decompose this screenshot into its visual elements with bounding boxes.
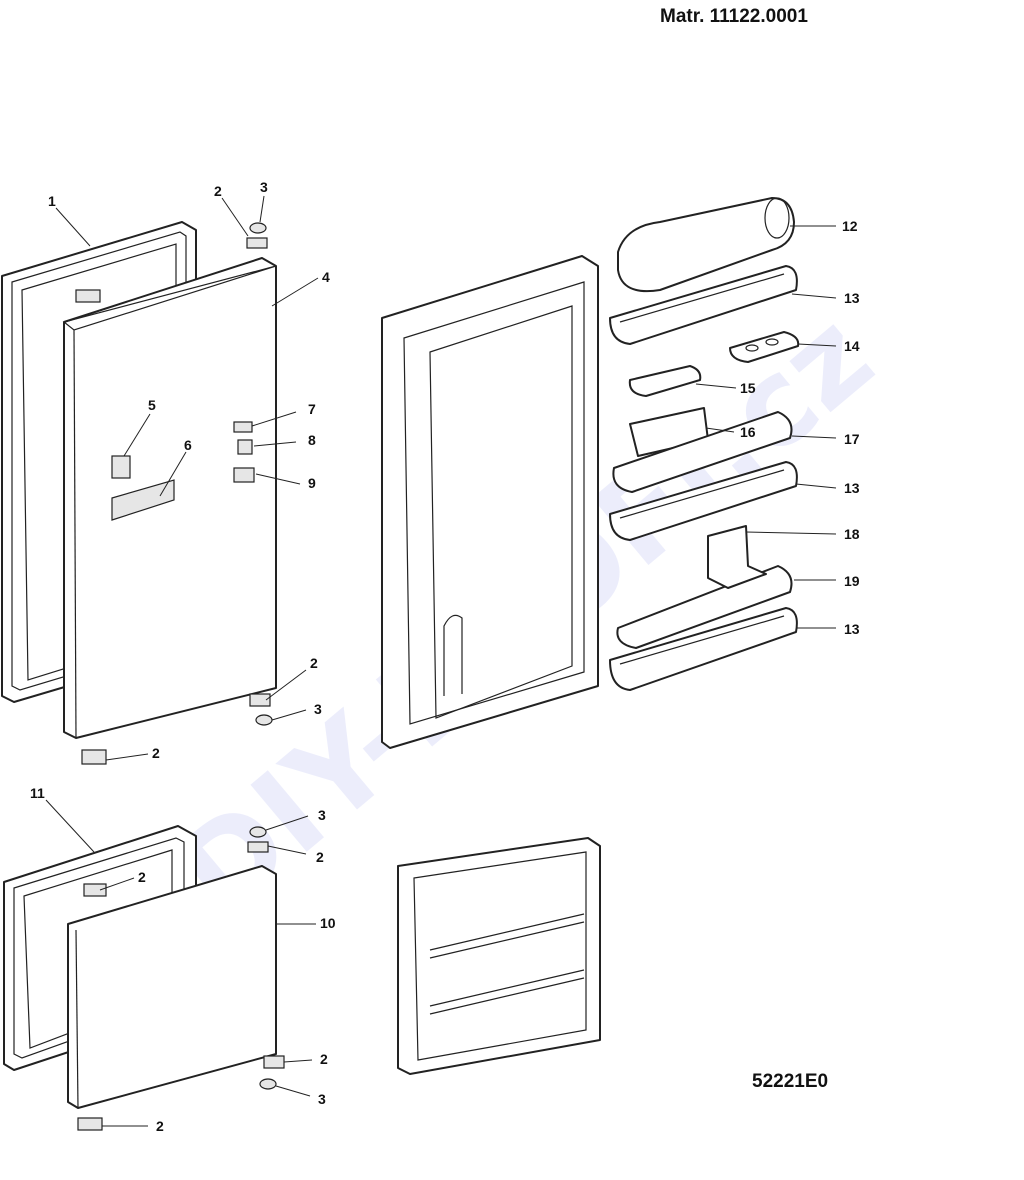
butter-compartment xyxy=(617,197,795,292)
door-shelf-13c xyxy=(609,607,798,691)
callout-15: 15 xyxy=(740,380,756,396)
bottle-stop xyxy=(707,525,767,589)
hinge-top-upper xyxy=(75,222,268,303)
drawing-code: 52221E0 xyxy=(752,1071,829,1092)
callout-18: 18 xyxy=(844,526,860,542)
freezer-door-liner xyxy=(397,837,601,1075)
callout-2: 2 xyxy=(316,849,324,865)
leader-lines xyxy=(45,195,837,1127)
hinge-parts-lower-door xyxy=(77,826,285,1131)
fridge-door-liner xyxy=(381,255,599,749)
callout-2: 2 xyxy=(214,183,222,199)
callout-labels: 1 2 3 4 5 6 7 8 9 2 3 2 11 3 2 2 10 2 3 … xyxy=(30,179,860,1134)
callout-19: 19 xyxy=(844,573,860,589)
material-code: Matr. 11122.0001 xyxy=(660,6,808,27)
callout-9: 9 xyxy=(308,475,316,491)
callout-14: 14 xyxy=(844,338,860,354)
egg-tray xyxy=(729,331,800,363)
callout-17: 17 xyxy=(844,431,860,447)
callout-2: 2 xyxy=(138,869,146,885)
small-box-lid xyxy=(628,365,702,397)
shelf-bar-17 xyxy=(612,411,793,493)
callout-12: 12 xyxy=(842,218,858,234)
callout-13: 13 xyxy=(844,480,860,496)
callout-1: 1 xyxy=(48,193,56,209)
bracket-5 xyxy=(111,455,131,479)
door-shelf-13b xyxy=(609,461,798,541)
callout-7: 7 xyxy=(308,401,316,417)
callout-5: 5 xyxy=(148,397,156,413)
door-shelf-13a xyxy=(609,265,798,345)
callout-11: 11 xyxy=(30,785,45,801)
callout-3: 3 xyxy=(318,1091,326,1107)
callout-3: 3 xyxy=(260,179,268,195)
callout-13: 13 xyxy=(844,290,860,306)
callout-13: 13 xyxy=(844,621,860,637)
callout-4: 4 xyxy=(322,269,330,285)
callout-3: 3 xyxy=(314,701,322,717)
bracket-6 xyxy=(111,479,175,521)
callout-2: 2 xyxy=(320,1051,328,1067)
callout-2: 2 xyxy=(156,1118,164,1134)
handle-parts-7-8-9 xyxy=(233,421,255,483)
callout-16: 16 xyxy=(740,424,756,440)
callout-6: 6 xyxy=(184,437,192,453)
callout-3: 3 xyxy=(318,807,326,823)
callout-8: 8 xyxy=(308,432,316,448)
callout-10: 10 xyxy=(320,915,336,931)
hinge-bottom-upper xyxy=(81,693,273,765)
callout-2: 2 xyxy=(152,745,160,761)
lower-door-panel xyxy=(67,865,277,1109)
shelf-bar-19 xyxy=(616,565,793,649)
callout-2: 2 xyxy=(310,655,318,671)
